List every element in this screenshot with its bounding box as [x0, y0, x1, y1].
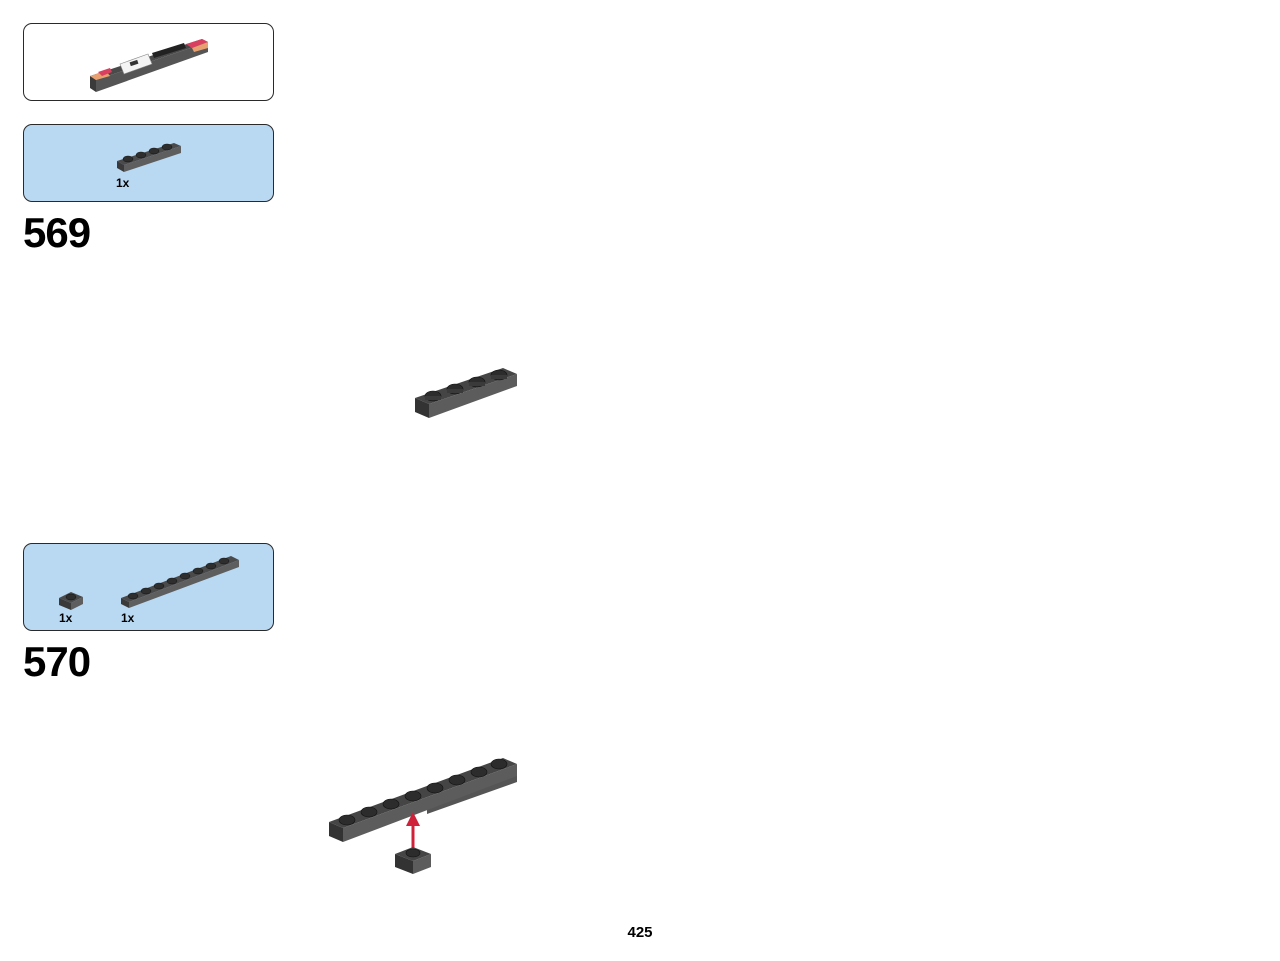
step-570-build-image	[329, 758, 517, 874]
part-quantity: 1x	[59, 611, 73, 625]
plate-1x1-icon	[59, 592, 83, 610]
step-569-build-image	[415, 368, 517, 418]
part-quantity: 1x	[116, 176, 130, 190]
subassembly-image	[90, 39, 208, 92]
subassembly-callout	[23, 23, 274, 101]
step-number-570: 570	[23, 638, 91, 685]
plate-1x8-icon	[121, 556, 239, 608]
parts-list-569: 1x	[23, 124, 274, 202]
step-number-569: 569	[23, 209, 91, 256]
part-quantity: 1x	[121, 611, 135, 625]
parts-list-570: 1x 1x	[23, 543, 274, 631]
page-number: 425	[627, 924, 653, 941]
plate-1x4-icon	[117, 143, 181, 172]
